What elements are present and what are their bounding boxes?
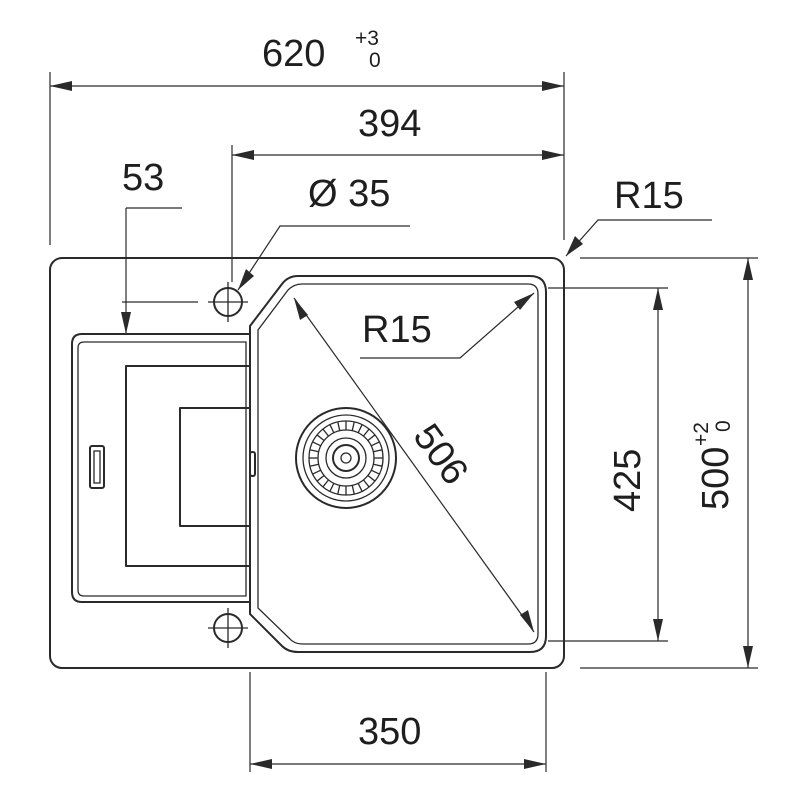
strainer-tick [312,469,322,475]
dimension-lines [49,72,758,772]
strainer-tick [337,421,341,431]
label-bowl-radius: R15 [362,309,432,351]
strainer-tick [367,434,376,442]
sink-outer-outline [49,257,565,669]
strainer-tick [367,474,376,482]
strainer-tick [357,424,363,434]
label-tap-offset: 53 [122,157,164,199]
label-bowl-diagonal: 506 [405,417,476,493]
label-bowl-inner-width: 350 [358,711,421,753]
label-tap-diameter: Ø 35 [308,173,390,215]
label-bowl-width: 394 [358,103,421,145]
strainer-tick [337,485,341,495]
label-overall-depth-tol-lower: 0 [712,420,735,432]
drainer-step-large [125,365,251,567]
strainer-tick [351,421,355,431]
drainer-inner-outline [77,341,247,597]
strainer-tick [322,428,330,437]
leader-tap-diameter [237,225,410,291]
strainer-tick [373,463,383,467]
strainer-tick [309,463,319,467]
overflow-slot [89,445,105,489]
divider-notch [249,451,256,477]
drainer-step-small [179,407,251,527]
strainer-tick [370,441,380,447]
drainer-outline [71,333,251,603]
label-outer-radius: R15 [614,175,684,217]
label-overall-width-tol-upper: +3 [355,27,379,50]
tap-hole-top [208,282,248,322]
strainer-tick [316,434,325,442]
strainer-tick [362,479,370,488]
label-overall-depth-tol-upper: +2 [690,422,713,446]
strainer-tick [351,485,355,495]
label-overall-width-tol-lower: 0 [369,49,381,72]
strainer-tick [309,449,319,453]
label-bowl-depth: 425 [607,449,649,512]
strainer-tick [322,479,330,488]
strainer-tick [329,424,335,434]
drain-strainer [295,407,397,509]
strainer-tick [362,428,370,437]
bowl-outer-outline [249,275,547,653]
strainer-tick [373,449,383,453]
strainer-tick [329,482,335,492]
dim-line-bowl-diagonal [293,297,535,633]
strainer-tick [357,482,363,492]
strainer-tick [370,469,380,475]
label-overall-depth: 500 [695,447,737,510]
leader-outer-radius [565,219,712,257]
dimension-labels: 620 +3 0 394 53 Ø 35 R15 R15 506 425 500… [122,27,737,753]
label-overall-width: 620 [262,33,325,75]
strainer-tick [316,474,325,482]
overflow-slot-inner [93,450,101,484]
bowl-inner-outline [257,283,539,645]
sink-body [49,257,565,669]
tap-hole-bottom [208,608,248,648]
strainer-tick [312,441,322,447]
leader-bowl-radius [360,292,535,359]
